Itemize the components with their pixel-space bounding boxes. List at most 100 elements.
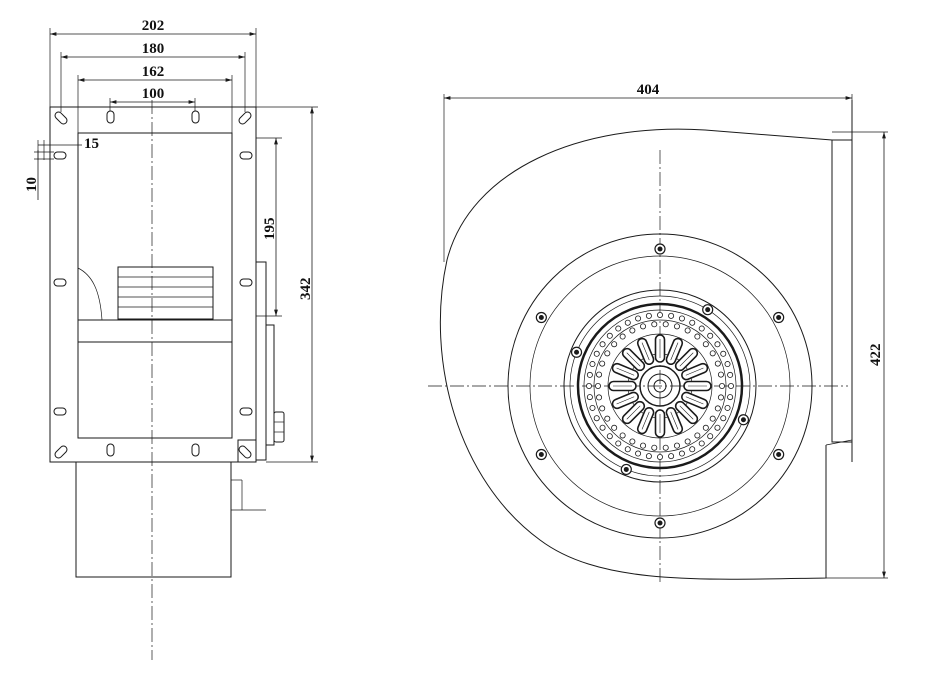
vent-hole [714, 341, 721, 348]
vent-hole [720, 350, 727, 357]
vent-hole [673, 442, 680, 449]
vent-hole [606, 332, 613, 339]
vent-hole [586, 394, 593, 401]
spoke [683, 380, 712, 392]
vent-hole [599, 341, 606, 348]
vent-hole [657, 453, 664, 460]
vent-hole [599, 405, 606, 412]
bolt [570, 346, 583, 358]
front-dimensions [443, 94, 888, 579]
vent-hole [673, 323, 680, 330]
vent-hole [619, 333, 626, 340]
bolt [535, 311, 547, 324]
spoke [665, 407, 684, 435]
vent-hole [596, 394, 603, 401]
vent-hole [668, 312, 675, 319]
spoke [636, 407, 655, 435]
side-slots [53, 151, 253, 416]
vent-hole [629, 438, 636, 445]
vent-hole [717, 394, 724, 401]
vent-hole [645, 312, 652, 319]
vent-hole [724, 404, 731, 411]
spoke [611, 362, 639, 381]
vent-hole [698, 440, 705, 447]
motor-body [75, 461, 232, 578]
spoke [621, 400, 646, 425]
vent-hole [678, 315, 685, 322]
vent-hole [684, 327, 691, 334]
dim-422: 422 [868, 344, 884, 367]
vent-hole [604, 415, 611, 422]
scroll-housing [439, 128, 833, 580]
vent-hole [714, 360, 721, 367]
vent-hole [645, 453, 652, 460]
vent-hole [629, 327, 636, 334]
vent-hole [702, 424, 709, 431]
dim-404: 404 [637, 82, 660, 98]
spoke [654, 334, 666, 363]
vent-hole [689, 319, 696, 326]
vent-hole [593, 415, 600, 422]
mounting-bolts [535, 243, 785, 529]
vent-hole [678, 450, 685, 457]
dim-342: 342 [298, 278, 314, 301]
spoke [608, 380, 637, 392]
vent-hole [662, 444, 669, 451]
impeller-side [117, 266, 214, 320]
dim-202: 202 [142, 18, 165, 34]
dim-10: 10 [24, 177, 40, 192]
bolt [702, 304, 714, 316]
vent-hole [714, 424, 721, 431]
dim-162: 162 [142, 64, 165, 80]
vent-hole [709, 415, 716, 422]
vent-hole [657, 311, 664, 318]
side-view: 202 180 162 100 15 10 195 342 [24, 18, 318, 660]
vent-hole [595, 382, 602, 389]
vent-hole [668, 453, 675, 460]
ring-motor [563, 289, 757, 483]
vent-hole [596, 371, 603, 378]
spoke [611, 391, 639, 410]
vent-hole [599, 360, 606, 367]
spoke [674, 347, 699, 372]
motor-plate [576, 302, 744, 470]
vent-hole [709, 350, 716, 357]
vent-hole [719, 382, 726, 389]
vent-hole [619, 432, 626, 439]
vent-hole [728, 382, 735, 389]
motor-mount-plate [255, 261, 267, 461]
vent-hole [606, 433, 613, 440]
spoke [665, 337, 684, 365]
vent-hole [611, 424, 618, 431]
dim-180: 180 [142, 41, 165, 57]
vent-hole [593, 350, 600, 357]
vent-hole [624, 319, 631, 326]
vent-hole [707, 332, 714, 339]
vent-hole [635, 450, 642, 457]
spoke [681, 391, 709, 410]
vent-hole [684, 438, 691, 445]
vertical-slots [106, 110, 200, 457]
vent-hole [724, 361, 731, 368]
flange-plate [49, 106, 257, 463]
cable-gland [273, 411, 285, 443]
vent-hole [662, 321, 669, 328]
vent-hole [624, 446, 631, 453]
vent-hole [651, 444, 658, 451]
vent-hole [599, 424, 606, 431]
vent-hole [615, 325, 622, 332]
vent-hole [707, 433, 714, 440]
vent-hole [714, 405, 721, 412]
vent-hole [717, 371, 724, 378]
front-view: 404 422 [428, 82, 888, 585]
spoke [621, 347, 646, 372]
vent-hole [698, 325, 705, 332]
vent-hole [604, 350, 611, 357]
vent-hole [586, 371, 593, 378]
dim-100: 100 [142, 86, 165, 102]
motor-spokes [608, 334, 712, 438]
bolt [773, 448, 785, 461]
bolt [737, 414, 750, 426]
housing-body [77, 132, 233, 439]
